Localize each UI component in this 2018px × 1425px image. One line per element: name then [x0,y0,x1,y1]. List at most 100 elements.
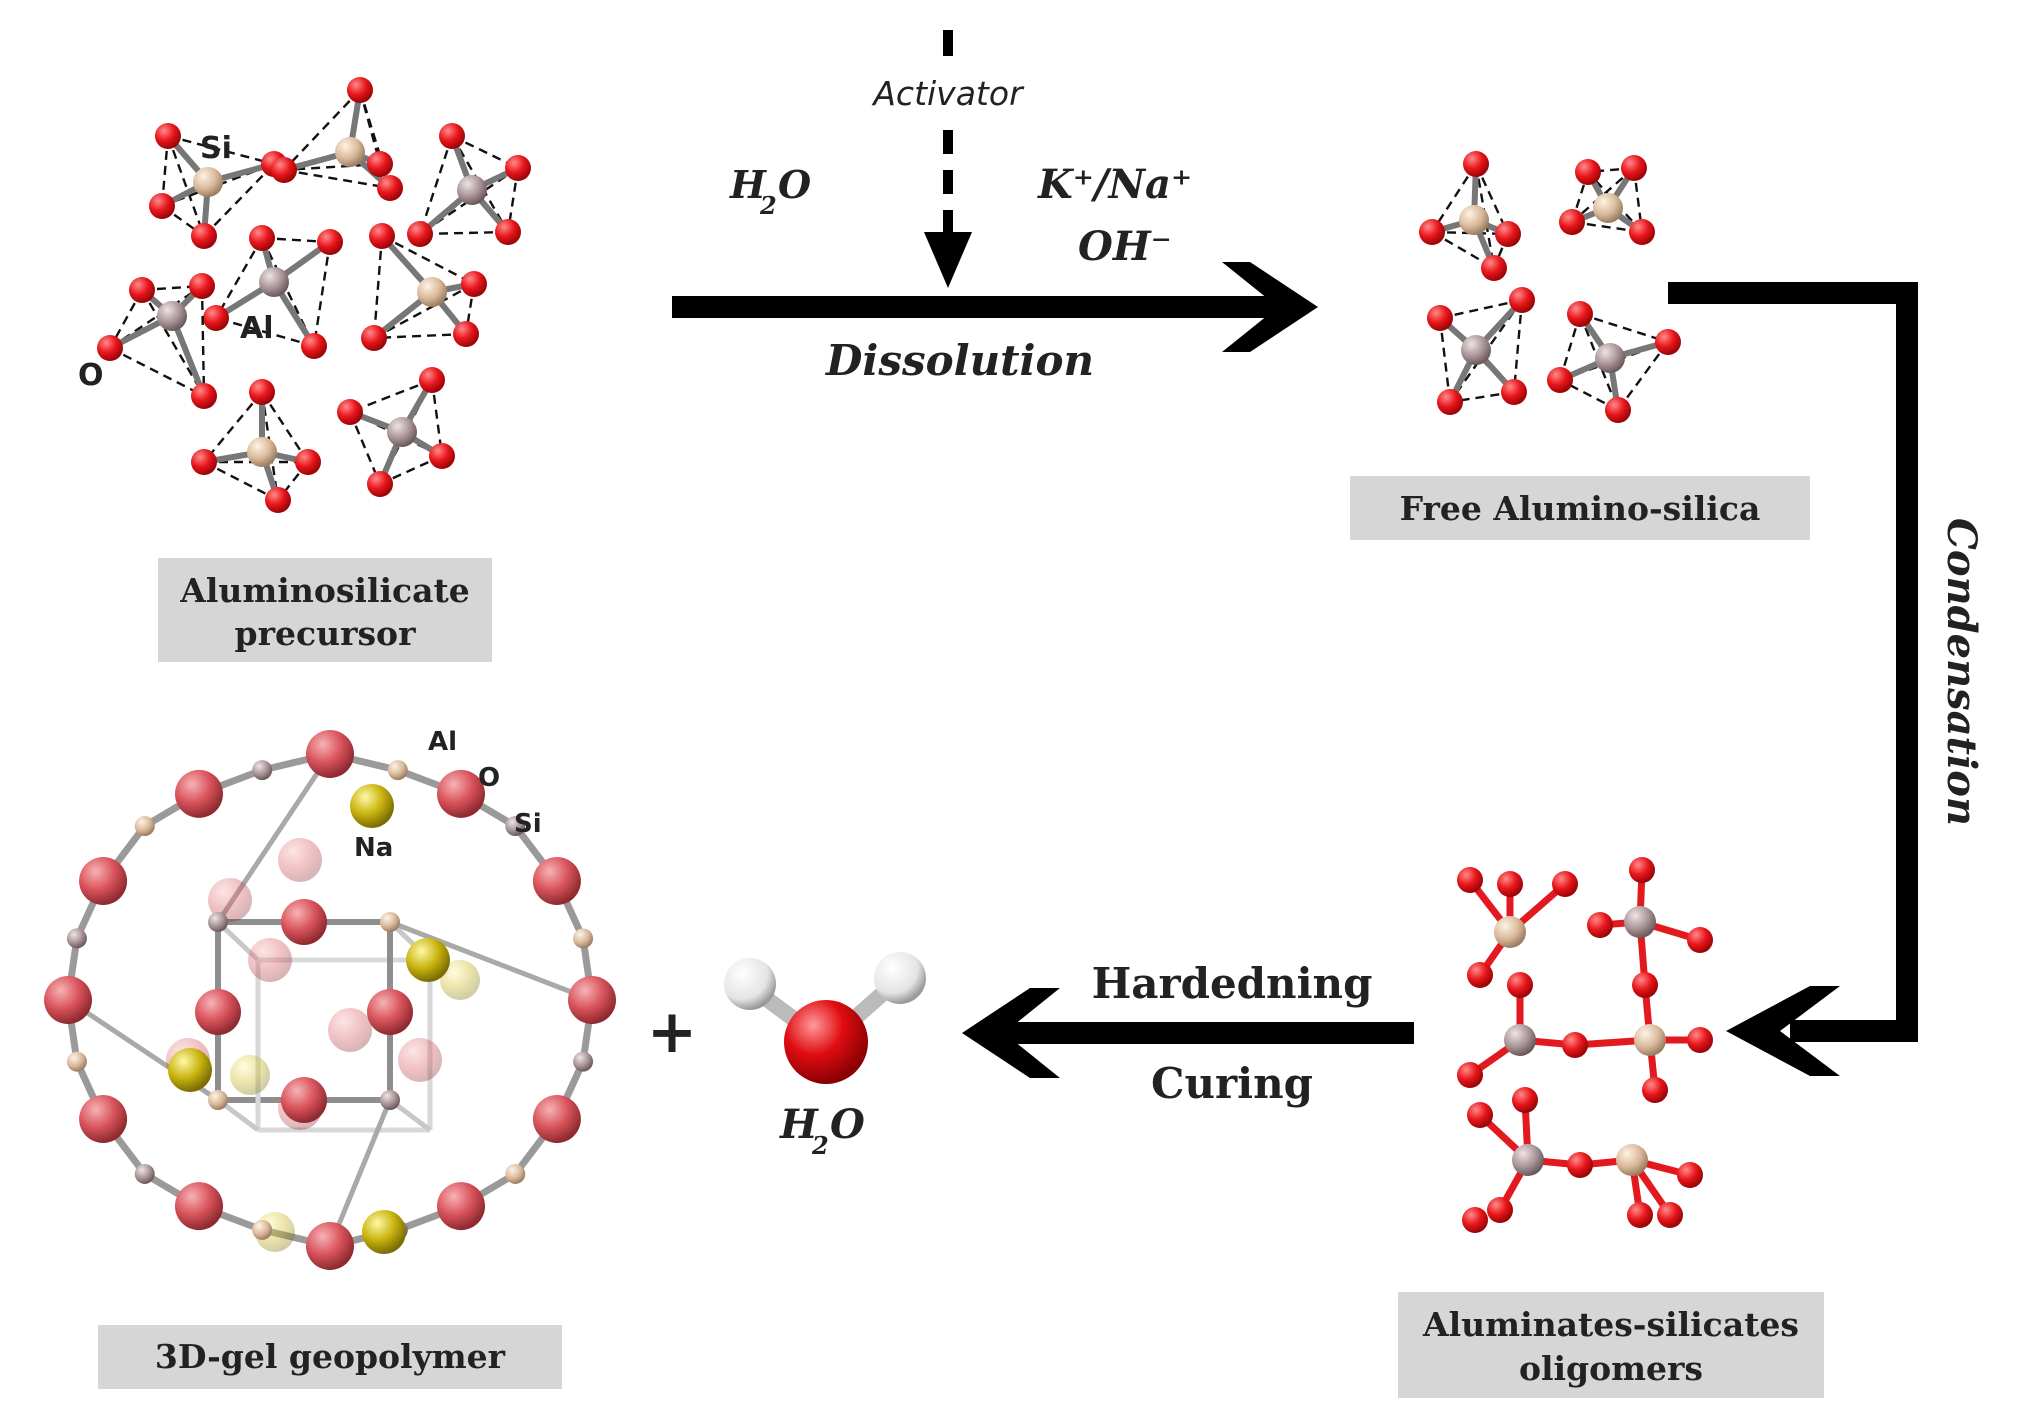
activator-dashed-arrow [924,30,972,288]
oxygen-atom [271,157,297,183]
sodium-atom [406,938,450,982]
oxygen-atom [306,1222,354,1270]
oligomers-label-box [1398,1292,1824,1398]
tetrahedron-edge [450,135,510,233]
aluminium-atom [457,175,487,205]
aluminium-atom [134,1163,155,1184]
precursor-label-line2: precursor [235,614,417,653]
oxygen-atom [1655,329,1681,355]
tetrahedron-edge [419,230,509,236]
oxygen-atom [79,1095,128,1143]
oxygen-atom [149,193,175,219]
oxygen-atom [129,277,155,303]
tetrahedron-edge [1579,312,1669,344]
silicon-atom [1494,916,1526,948]
oxygen-atom [203,305,229,331]
oxygen-atom [79,857,128,905]
oxygen-atom [295,449,321,475]
aluminium-atom [157,301,187,331]
silicon-atom [134,816,155,837]
aluminium-atom [573,1051,594,1072]
oxygen-atom [175,1182,223,1231]
silicon-atom [1459,205,1489,235]
atom-label-o: O [78,358,104,393]
silicon-atom [193,167,223,197]
oxygen-atom [191,223,217,249]
oxygen-atom [439,123,465,149]
oxygen-atom [1552,871,1578,897]
silicon-atom [417,277,447,307]
cage-label-na: Na [354,833,393,863]
svg-text:O: O [778,162,811,207]
tetrahedron-edge [358,89,392,189]
oxygen-atom [453,321,479,347]
dissolution-label: Dissolution [825,336,1094,385]
oxygen-atom [1497,871,1523,897]
oxygen-atom [1547,367,1573,393]
oxygen-atom [1463,151,1489,177]
silicon-atom [387,760,408,781]
oxygen-atom [1562,1032,1588,1058]
aluminium-atom [208,912,228,932]
aluminium-atom [1504,1024,1536,1056]
silicon-atom [335,137,365,167]
tetrahedron-edge [140,289,206,397]
oxygen-atom [1587,912,1613,938]
precursor-label-box [158,558,492,662]
oxygen-atom [1457,867,1483,893]
curing-label: Curing [1151,1059,1313,1108]
aluminium-atom [1595,343,1625,373]
tetrahedron-edge [379,454,443,486]
aluminium-atom [1512,1144,1544,1176]
oxygen-atom [1501,379,1527,405]
oxygen-atom [1687,1027,1713,1053]
oxygen-atom [1457,1062,1483,1088]
oxygen-atom [532,857,581,905]
tetrahedron-edge [109,346,205,398]
svg-text:H: H [779,1101,819,1148]
tetrahedron-edge [260,237,316,347]
cage-bond [327,1099,393,1247]
oxygen-atom [1567,301,1593,327]
oxygen-atom [1495,221,1521,247]
cage-bond [389,919,593,1003]
tetrahedron-edge [312,241,332,347]
oligomers-molecule [1457,857,1713,1233]
tetrahedron-edge [214,237,264,319]
tetrahedron-edge [160,135,170,207]
geopolymer-cage [44,730,616,1270]
oxygen-atom [175,769,223,818]
tetrahedron-edge [1430,163,1478,233]
oxygen-atom [1567,1152,1593,1178]
tetrahedron-edge [200,285,206,397]
cage-label-si: Si [514,809,542,839]
sodium-atom-back [440,960,480,1000]
oxygen-atom [1575,159,1601,185]
water-product-label: H 2 O [779,1101,865,1160]
tetrahedron-edge [372,235,384,339]
svg-text:H: H [729,162,767,207]
oxygen-atom [347,77,373,103]
tetrahedron-edge [203,391,263,463]
tetrahedron-edge [203,163,275,237]
oxygen-atom [1621,155,1647,181]
oxygen-atom [306,730,354,778]
silicon-atom [247,437,277,467]
svg-text:2: 2 [759,191,777,220]
silicon-atom [208,1090,228,1110]
silicon-atom [1616,1144,1648,1176]
oxygen-atom [1687,927,1713,953]
oxygen-atom [1487,1197,1513,1223]
tetrahedron-edge [1571,220,1643,234]
oxygen-atom [1642,1077,1668,1103]
oxygen-atom [369,223,395,249]
oxygen-atom [337,399,363,425]
svg-text:O: O [830,1101,865,1148]
oxygen-atom [1427,305,1453,331]
hardening-arrow [962,988,1414,1078]
ions-oh-label: OH⁻ [1078,223,1172,270]
activator-label: Activator [871,74,1025,113]
precursor-molecules [97,77,531,513]
oxygen-atom [419,367,445,393]
oxygen-atom [191,449,217,475]
